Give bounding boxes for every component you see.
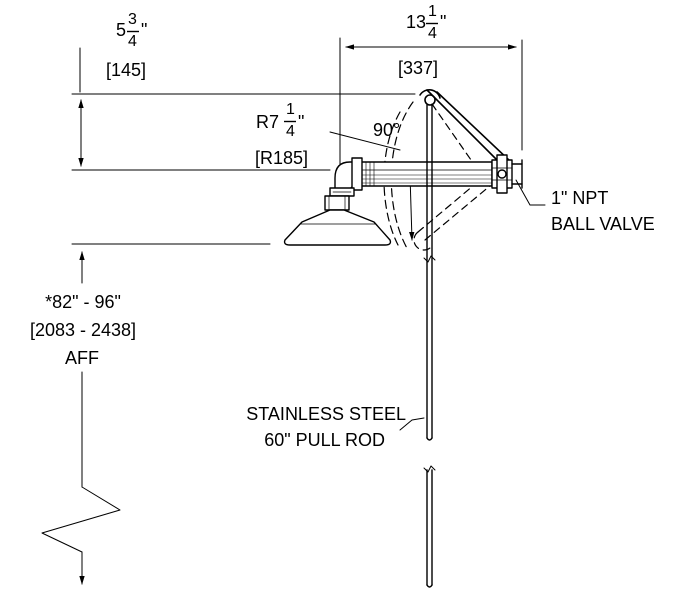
elbow-fitting — [329, 157, 363, 197]
reach-whole: 13 — [406, 12, 427, 32]
reach-metric: [337] — [398, 58, 439, 78]
reach-fraction-bar — [426, 22, 438, 25]
rod-callout-line2: 60" PULL ROD — [264, 430, 385, 450]
offset-numerator: 3 — [128, 11, 137, 28]
height-imperial: *82" - 96" — [45, 292, 121, 312]
height-metric: [2083 - 2438] — [29, 320, 137, 340]
reach-numerator: 1 — [428, 3, 437, 20]
reach-dimension — [339, 37, 523, 169]
radius-numerator: 1 — [286, 101, 295, 118]
radius-metric: [R185] — [255, 148, 309, 168]
offset-dimension — [71, 47, 416, 171]
supply-pipe — [359, 161, 493, 187]
offset-metric: [145] — [106, 60, 147, 80]
height-reference-label: AFF — [65, 348, 99, 368]
radius-fraction-bar — [284, 120, 296, 123]
pull-rod-lower — [423, 465, 436, 588]
radius-prefix: R7 — [256, 112, 280, 132]
offset-whole: 5 — [116, 20, 127, 40]
pull-arm — [419, 89, 512, 169]
shower-head — [283, 195, 392, 246]
offset-fraction-bar — [127, 30, 139, 33]
ball-valve — [491, 154, 523, 194]
rod-leader — [399, 417, 425, 431]
radius-denominator: 4 — [286, 123, 295, 140]
valve-callout-line1: 1" NPT — [551, 188, 609, 208]
height-reference — [41, 243, 271, 585]
rod-callout-line1: STAINLESS STEEL — [246, 404, 406, 424]
angle-label: 90° — [373, 120, 401, 140]
offset-denominator: 4 — [128, 33, 137, 50]
valve-leader — [515, 179, 546, 206]
valve-callout-line2: BALL VALVE — [551, 214, 655, 234]
reach-inch-mark: " — [440, 12, 447, 32]
pull-rod-upper — [423, 104, 436, 441]
reach-denominator: 4 — [428, 25, 437, 42]
pull-arm-actuated — [413, 103, 498, 251]
radius-inch-mark: " — [298, 112, 305, 132]
offset-inch-mark: " — [141, 20, 148, 40]
